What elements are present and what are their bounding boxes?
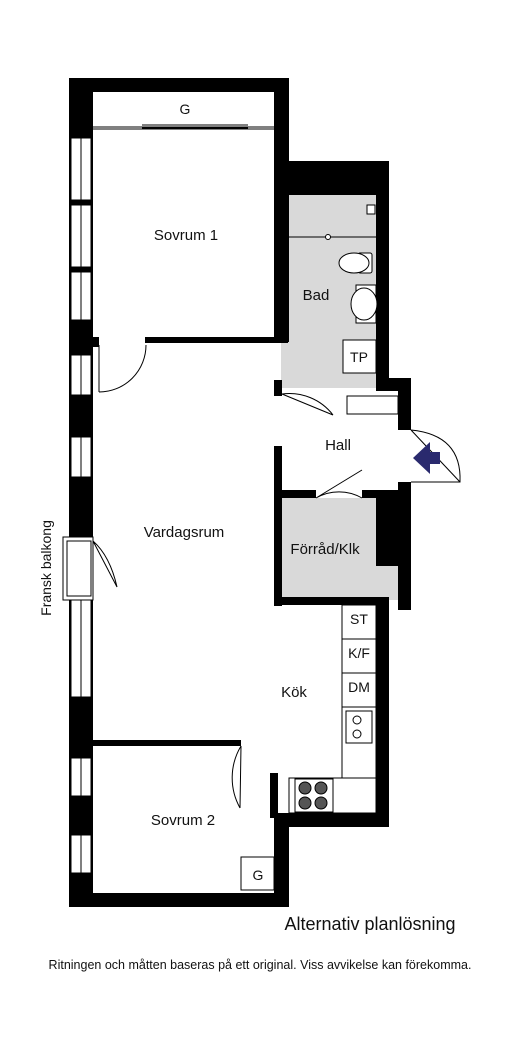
disclaimer-text: Ritningen och måtten baseras på ett orig… — [48, 958, 472, 972]
label-dm: DM — [348, 679, 370, 695]
label-wardrobe-top: G — [180, 101, 191, 117]
room-label-vardagsrum: Vardagsrum — [144, 524, 225, 541]
floor-plan: G Sovrum 1 Bad TP Hall Vardagsrum Förråd… — [38, 78, 461, 907]
wardrobe-top — [93, 124, 274, 130]
bath-fixtures — [282, 204, 399, 415]
balcony-label: Fransk balkong — [38, 520, 54, 616]
label-st: ST — [350, 611, 368, 627]
plan-caption: Alternativ planlösning — [284, 914, 456, 934]
room-label-hall: Hall — [325, 437, 351, 454]
room-label-sovrum2: Sovrum 2 — [151, 812, 215, 829]
windows — [70, 137, 92, 874]
room-label-forrad: Förråd/Klk — [290, 541, 360, 558]
label-wardrobe-bottom: G — [253, 867, 264, 883]
room-label-bad: Bad — [303, 287, 330, 304]
room-label-sovrum1: Sovrum 1 — [154, 227, 218, 244]
walls — [69, 78, 411, 907]
label-tp: TP — [350, 349, 368, 365]
french-balcony-door — [62, 536, 118, 601]
entrance-arrow-icon — [413, 442, 440, 474]
room-label-kok: Kök — [281, 684, 307, 701]
kitchen-counters — [240, 604, 377, 891]
label-kf: K/F — [348, 645, 370, 661]
